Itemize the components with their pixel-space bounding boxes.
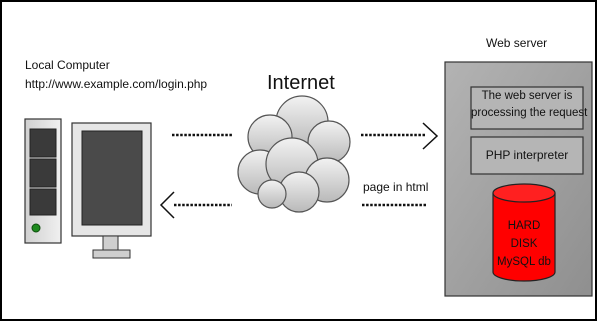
arrow-left-icon	[159, 191, 427, 219]
desktop-computer-icon	[24, 118, 152, 259]
web-server-title: Web server	[486, 36, 548, 50]
arrow-right-icon	[172, 122, 439, 150]
local-computer-title: Local Computer	[25, 58, 110, 72]
disk-label-2: DISK	[510, 238, 538, 250]
internet-label: Internet	[267, 72, 335, 94]
disk-label-3: MySQL db	[497, 256, 551, 268]
disk-label-1: HARD	[507, 220, 541, 232]
php-interpreter-label: PHP interpreter	[485, 148, 569, 162]
processing-line-1: The web server is	[481, 90, 573, 102]
processing-line-2: processing the request	[471, 107, 588, 119]
database-cylinder-icon	[492, 183, 556, 282]
local-url: http://www.example.com/login.php	[25, 77, 208, 91]
response-label: page in html	[363, 180, 429, 194]
cloud-icon	[237, 95, 351, 213]
